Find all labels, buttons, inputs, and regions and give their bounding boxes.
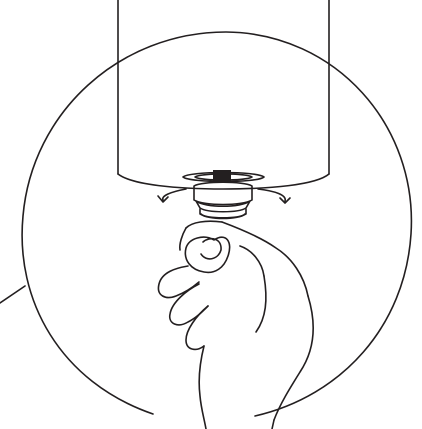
- recess-ring: [182, 171, 265, 183]
- recess-outer: [182, 171, 265, 183]
- twist-knob: [193, 170, 253, 220]
- rotation-arrows: [157, 188, 291, 204]
- ring-finger: [168, 283, 209, 326]
- device-bottom-rim: [117, 173, 330, 190]
- knob-upper-body: [193, 181, 253, 206]
- palm-right: [273, 295, 315, 421]
- wrist-right: [271, 419, 275, 429]
- rotation-arrow-right: [257, 188, 286, 202]
- leader-line: [0, 285, 26, 304]
- recess-inner: [194, 173, 253, 181]
- detail-circle: [21, 31, 413, 417]
- index-finger-under: [179, 227, 187, 251]
- wrist-left: [198, 345, 207, 429]
- thumb-side: [239, 245, 265, 277]
- pinky-finger: [185, 305, 209, 351]
- hand: [157, 220, 315, 429]
- index-finger: [221, 221, 309, 297]
- thumb-nail: [200, 237, 222, 260]
- rotation-arrow-right-head: [279, 197, 291, 204]
- thumb: [184, 236, 231, 274]
- index-fingertip: [185, 220, 223, 229]
- knob-ridge: [195, 200, 251, 213]
- knob-dark-band: [213, 170, 231, 181]
- knuckle-crease: [255, 275, 267, 333]
- rotation-arrow-left: [161, 188, 187, 201]
- knob-bottom: [200, 213, 246, 220]
- device-base: [117, 0, 330, 190]
- rotation-arrow-left-head: [157, 195, 169, 203]
- middle-finger: [157, 265, 200, 299]
